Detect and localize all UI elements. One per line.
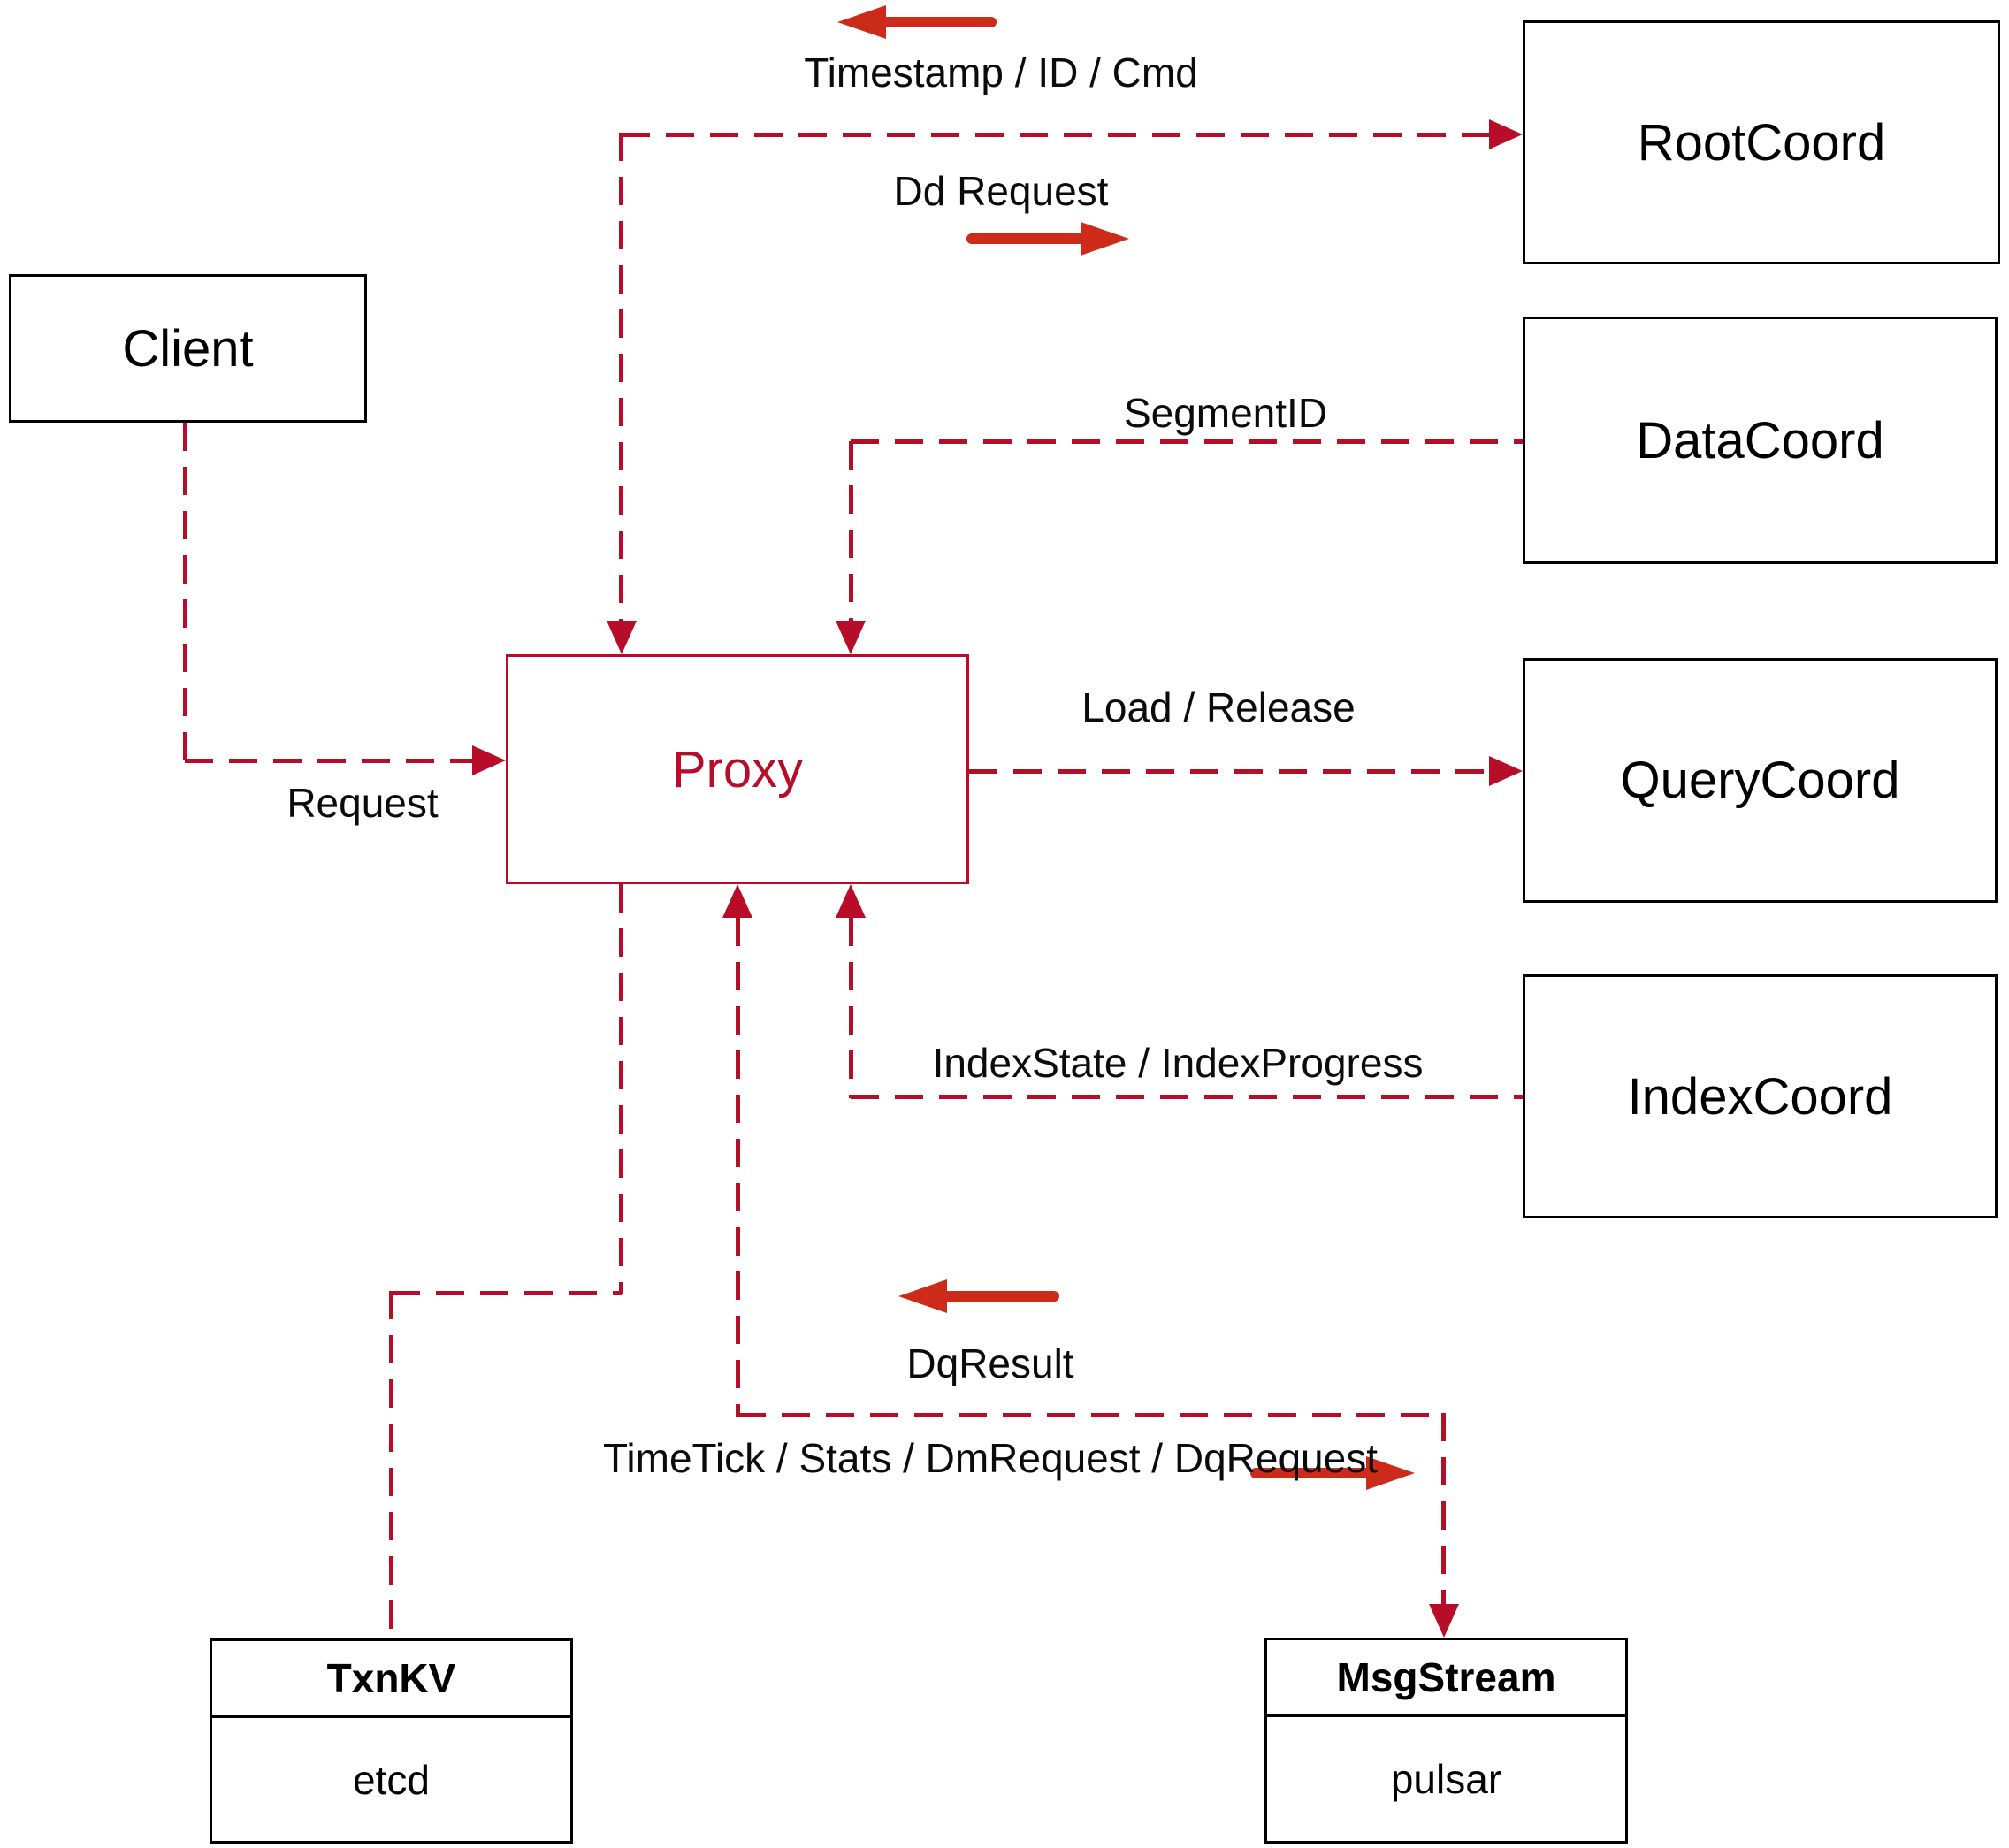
edge-label-timestamp: Timestamp / ID / Cmd	[804, 50, 1198, 95]
edge-proxy-msgstream-horizontal	[737, 1413, 1444, 1417]
edge-indexcoord-proxy-horizontal	[851, 1095, 1523, 1099]
arrow-tail	[966, 233, 1085, 244]
querycoord-label: QueryCoord	[1620, 752, 1900, 809]
edge-label-index-state: IndexState / IndexProgress	[932, 1040, 1424, 1086]
datacoord-label: DataCoord	[1636, 411, 1884, 470]
txnkv-box: TxnKV etcd	[210, 1638, 573, 1844]
edge-proxy-msgstream-vertical1	[736, 918, 740, 1417]
edge-proxy-txnkv-horizontal	[392, 1291, 622, 1295]
arrowhead-into-proxy-top-left	[607, 621, 637, 654]
arrow-right-icon	[1081, 222, 1129, 256]
direction-arrow-right-timetick	[1250, 1456, 1415, 1490]
arrowhead-into-proxy-left	[472, 745, 506, 775]
datacoord-box: DataCoord	[1523, 317, 1998, 564]
arrow-tail	[943, 1291, 1059, 1302]
proxy-box: Proxy	[506, 654, 969, 884]
rootcoord-label: RootCoord	[1637, 113, 1886, 172]
arrow-tail	[882, 17, 997, 27]
edge-indexcoord-proxy-vertical	[849, 918, 853, 1098]
edge-datacoord-proxy-horizontal	[851, 439, 1523, 444]
edge-proxy-msgstream-vertical2	[1441, 1413, 1446, 1604]
querycoord-box: QueryCoord	[1523, 658, 1998, 903]
edge-datacoord-proxy-vertical	[849, 441, 853, 621]
direction-arrow-left-timestamp	[837, 5, 997, 39]
client-box: Client	[9, 274, 367, 423]
edge-label-dd-request: Dd Request	[893, 168, 1109, 214]
arrowhead-into-proxy-bottom-right	[836, 884, 866, 918]
proxy-label: Proxy	[671, 740, 804, 798]
arrowhead-into-querycoord	[1489, 756, 1523, 786]
edge-client-proxy-horizontal	[185, 759, 472, 763]
arrow-tail	[1250, 1468, 1371, 1478]
arrowhead-into-proxy-top-right	[836, 621, 866, 654]
arrowhead-into-rootcoord	[1489, 119, 1523, 149]
direction-arrow-left-dqresult	[898, 1279, 1059, 1313]
edge-label-timetick: TimeTick / Stats / DmRequest / DqRequest	[603, 1435, 1378, 1481]
edge-proxy-txnkv-vertical2	[389, 1291, 393, 1638]
edge-label-load-release: Load / Release	[1081, 684, 1356, 730]
edge-proxy-txnkv-vertical1	[619, 884, 623, 1294]
txnkv-subtitle: etcd	[353, 1756, 430, 1803]
direction-arrow-right-dd-request	[966, 222, 1129, 256]
arrow-right-icon	[1366, 1456, 1415, 1490]
client-label: Client	[122, 319, 254, 378]
edge-client-proxy-vertical	[183, 423, 187, 762]
msgstream-subtitle: pulsar	[1390, 1756, 1502, 1802]
edge-proxy-rootcoord-horizontal	[622, 133, 1489, 137]
arrowhead-into-proxy-bottom-middle	[722, 884, 752, 918]
arrow-left-icon	[837, 5, 886, 39]
indexcoord-label: IndexCoord	[1627, 1067, 1893, 1126]
edge-label-segment-id: SegmentID	[1123, 390, 1328, 436]
msgstream-box: MsgStream pulsar	[1264, 1638, 1628, 1844]
msgstream-title: MsgStream	[1267, 1640, 1625, 1717]
edge-proxy-querycoord-horizontal	[969, 769, 1489, 774]
arrowhead-into-msgstream	[1429, 1604, 1459, 1638]
edge-label-dq-result: DqResult	[906, 1340, 1074, 1386]
arrow-left-icon	[898, 1279, 947, 1313]
edge-proxy-rootcoord-vertical	[619, 133, 623, 621]
rootcoord-box: RootCoord	[1523, 20, 2000, 264]
txnkv-title: TxnKV	[212, 1641, 570, 1718]
edge-label-request: Request	[286, 780, 439, 826]
indexcoord-box: IndexCoord	[1523, 974, 1998, 1218]
